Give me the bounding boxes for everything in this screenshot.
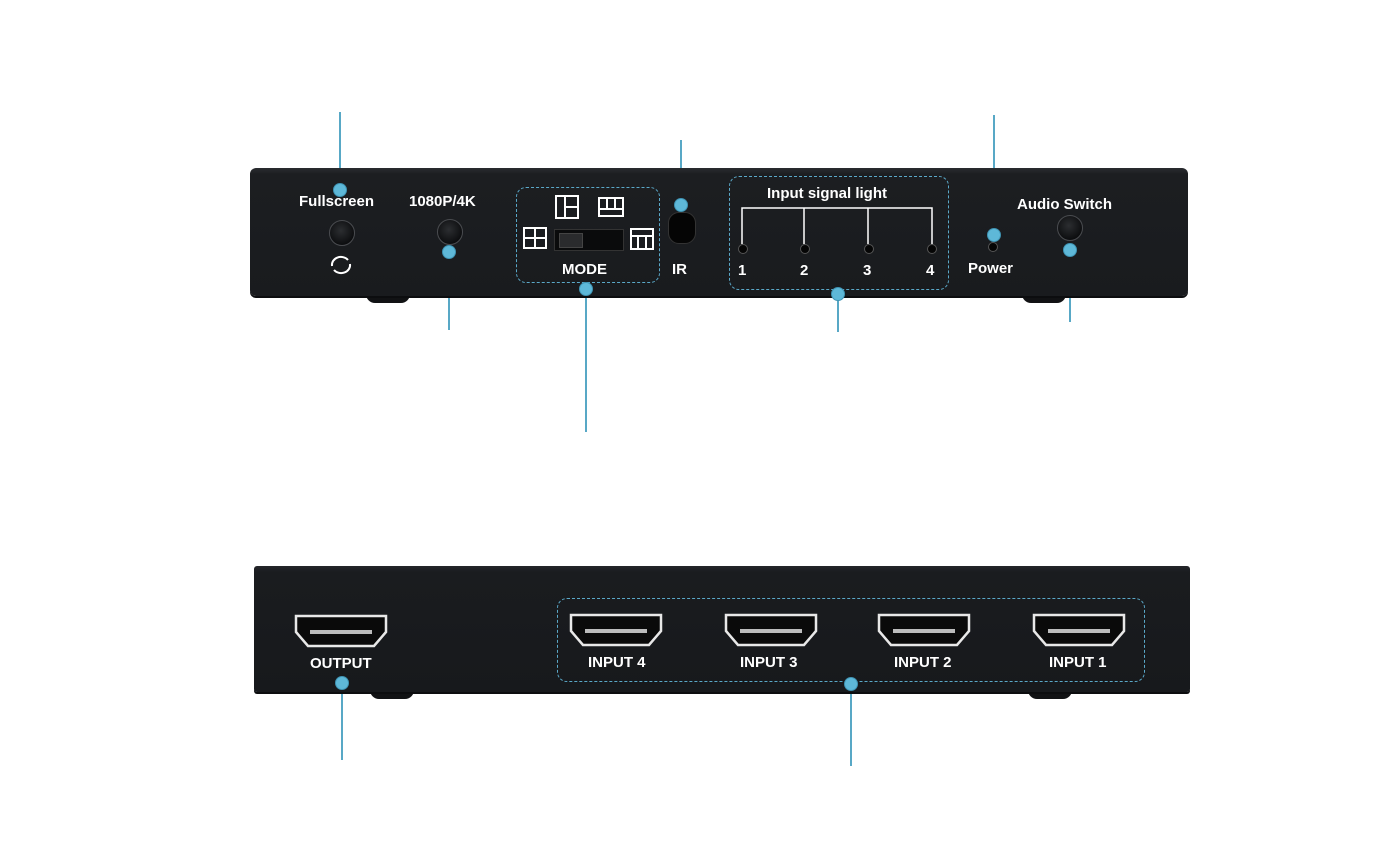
signal-led-3	[864, 244, 874, 254]
ir-label: IR	[672, 261, 687, 278]
input-3-hdmi-port-icon	[724, 613, 818, 647]
callout-audio-dot	[1063, 243, 1077, 257]
signal-led-4	[927, 244, 937, 254]
callout-resolution-dot	[442, 245, 456, 259]
ir-receiver	[668, 212, 696, 244]
callout-fullscreen-dot	[333, 183, 347, 197]
mode-switch-knob[interactable]	[559, 233, 583, 248]
layout-triple-bottom-icon	[630, 228, 654, 250]
signal-number-1: 1	[738, 262, 747, 279]
audio-switch-button[interactable]	[1057, 215, 1083, 241]
layout-quad-icon	[523, 227, 547, 249]
signal-label: Input signal light	[767, 185, 887, 202]
signal-number-4: 4	[926, 262, 935, 279]
output-label: OUTPUT	[310, 655, 372, 672]
signal-number-3: 3	[863, 262, 872, 279]
input-4-label: INPUT 4	[588, 654, 646, 671]
callout-fullscreen-line	[339, 112, 341, 190]
output-hdmi-port-icon	[294, 614, 388, 648]
resolution-label: 1080P/4K	[409, 193, 476, 210]
callout-inputs-line	[850, 684, 852, 766]
callout-mode-dot	[579, 282, 593, 296]
callout-power-dot	[987, 228, 1001, 242]
callout-signal-line	[837, 292, 839, 332]
layout-triple-top-icon	[598, 197, 624, 217]
signal-led-1	[738, 244, 748, 254]
back-foot-right	[1028, 690, 1072, 699]
fullscreen-label: Fullscreen	[299, 193, 375, 210]
fullscreen-cycle-icon	[330, 255, 352, 275]
callout-mode-line	[585, 288, 587, 432]
power-led	[988, 242, 998, 252]
front-panel	[250, 168, 1188, 296]
callout-output-line	[341, 682, 343, 760]
back-foot-left	[370, 690, 414, 699]
audio-switch-label: Audio Switch	[1017, 196, 1112, 213]
resolution-button[interactable]	[437, 219, 463, 245]
mode-slide-switch[interactable]	[554, 229, 624, 251]
front-foot-right	[1022, 294, 1066, 303]
front-foot-left	[366, 294, 410, 303]
signal-led-2	[800, 244, 810, 254]
mode-label: MODE	[562, 261, 607, 278]
input-1-label: INPUT 1	[1049, 654, 1107, 671]
input-1-hdmi-port-icon	[1032, 613, 1126, 647]
callout-inputs-dot	[844, 677, 858, 691]
callout-ir-dot	[674, 198, 688, 212]
input-3-label: INPUT 3	[740, 654, 798, 671]
callout-output-dot	[335, 676, 349, 690]
input-2-hdmi-port-icon	[877, 613, 971, 647]
input-4-hdmi-port-icon	[569, 613, 663, 647]
callout-signal-dot	[831, 287, 845, 301]
power-label: Power	[968, 260, 1014, 277]
input-2-label: INPUT 2	[894, 654, 952, 671]
signal-bracket	[741, 207, 933, 244]
fullscreen-button[interactable]	[329, 220, 355, 246]
signal-number-2: 2	[800, 262, 809, 279]
layout-split-icon	[555, 195, 579, 219]
